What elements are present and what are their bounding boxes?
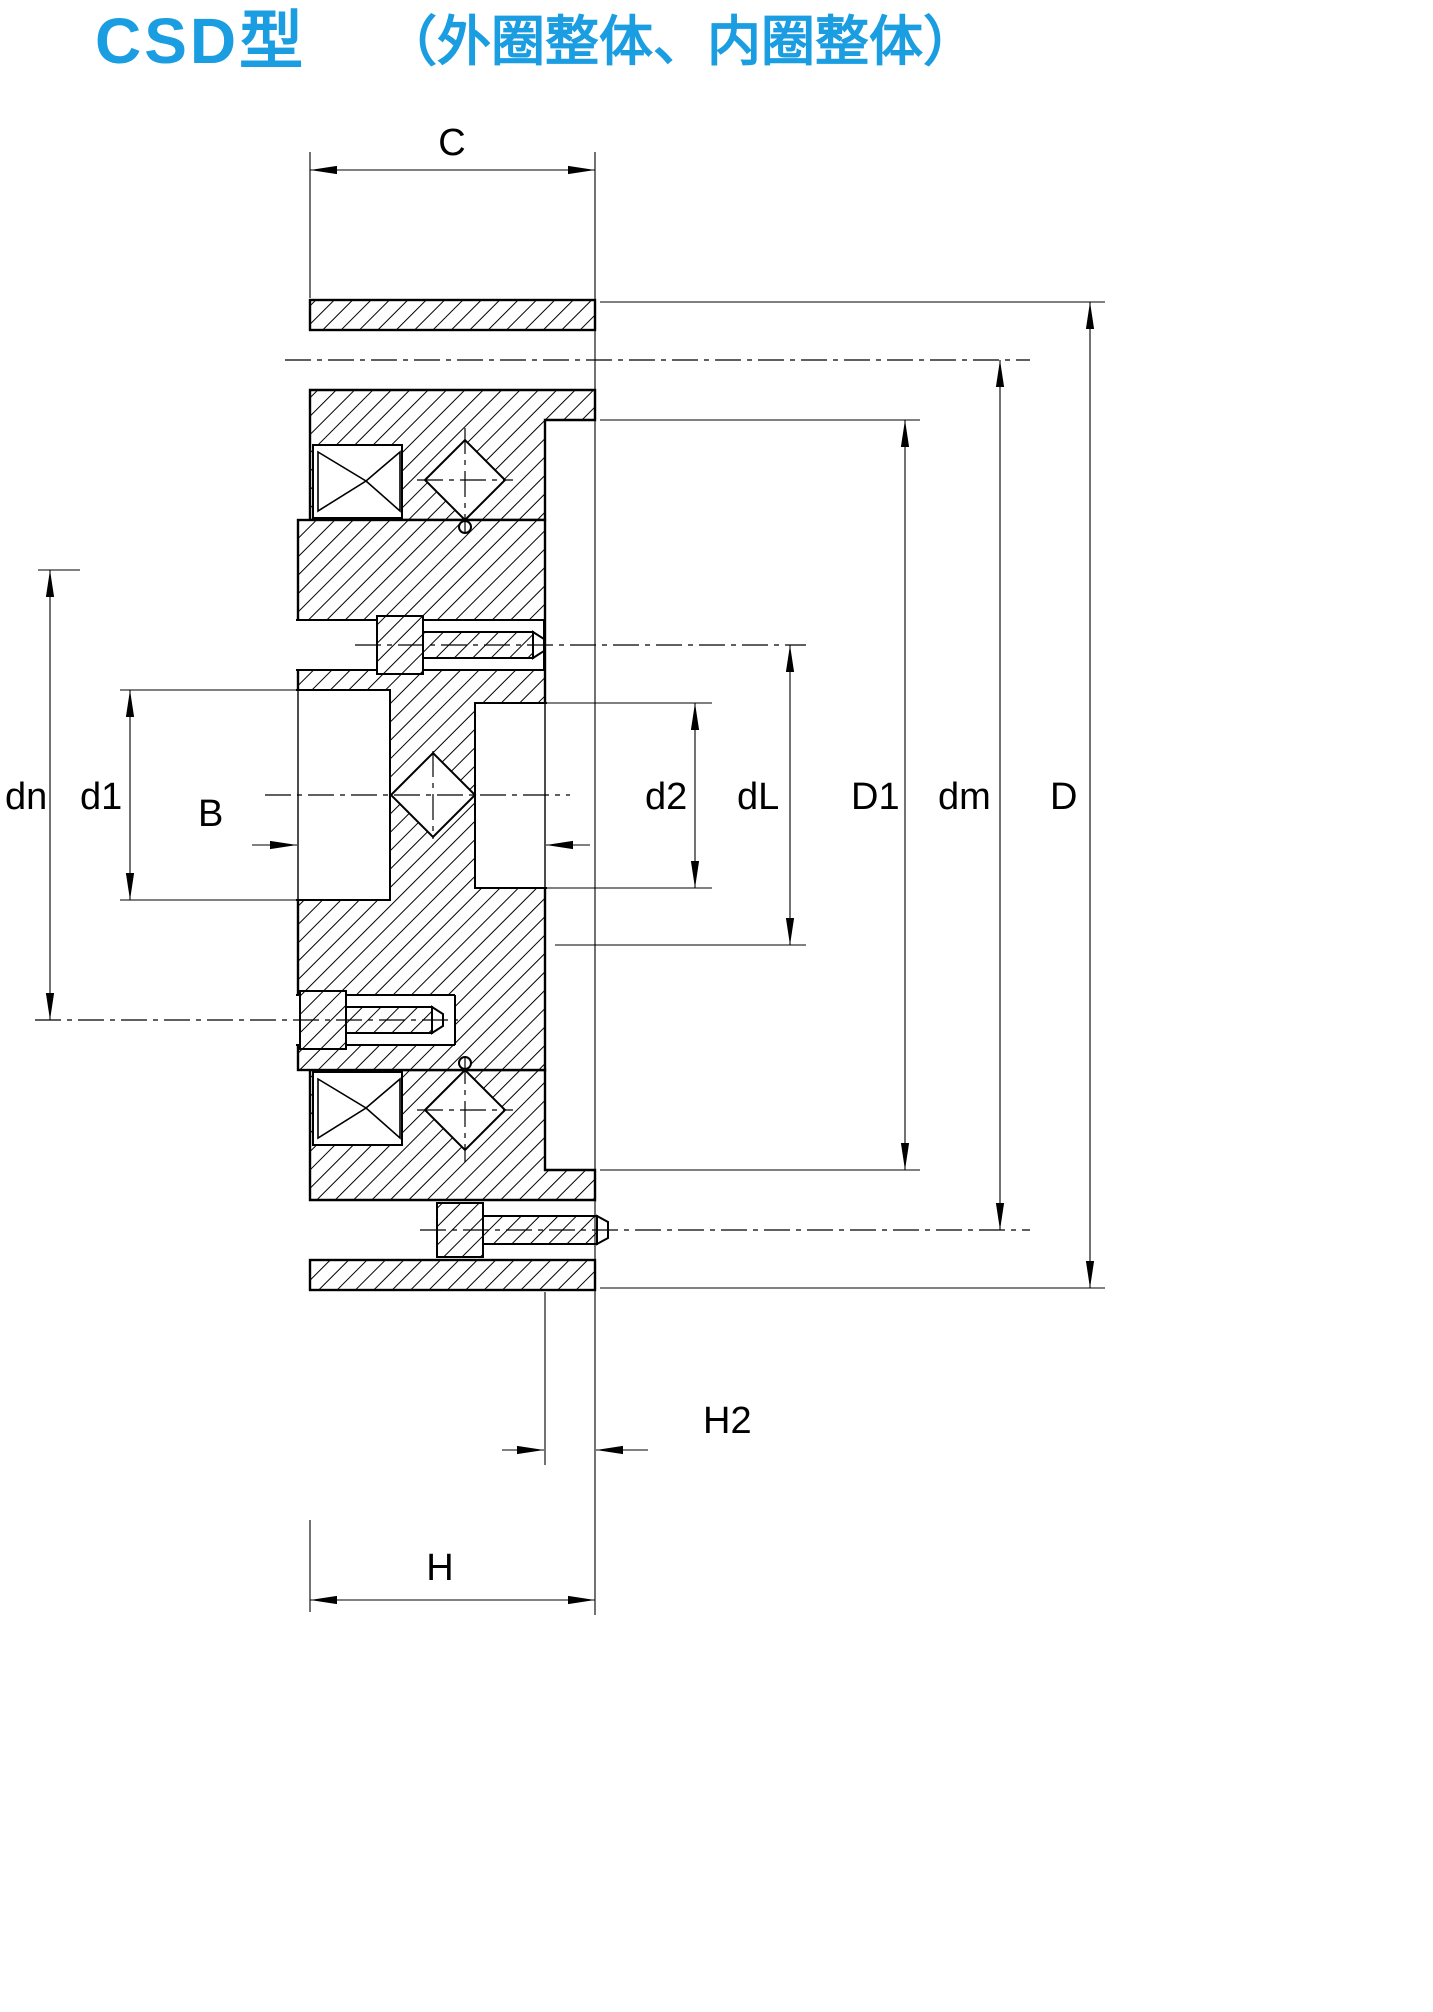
seal-top: [312, 444, 403, 519]
dim-label-d2: d2: [645, 776, 687, 818]
dim-label-dL: dL: [737, 776, 779, 818]
page-subtitle: （外圈整体、内圈整体）: [383, 12, 977, 72]
centerlines: [35, 359, 1030, 1231]
dim-label-H2: H2: [703, 1400, 752, 1442]
dim-label-B: B: [198, 793, 223, 835]
seal-bottom: [312, 1071, 403, 1146]
dim-label-dn: dn: [5, 776, 47, 818]
dim-label-D1: D1: [851, 776, 900, 818]
dimension-lines: [45, 165, 1095, 1605]
dimension-labels: C dn d1 B d2 dL D1 dm D H2 H: [5, 122, 1077, 1589]
dim-label-D: D: [1050, 776, 1077, 818]
dim-label-dm: dm: [938, 776, 991, 818]
dim-label-H: H: [426, 1547, 453, 1589]
dim-label-d1: d1: [80, 776, 122, 818]
dim-label-C: C: [438, 122, 465, 164]
page-title: CSD型: [95, 5, 306, 77]
extension-lines: [38, 152, 1105, 1615]
